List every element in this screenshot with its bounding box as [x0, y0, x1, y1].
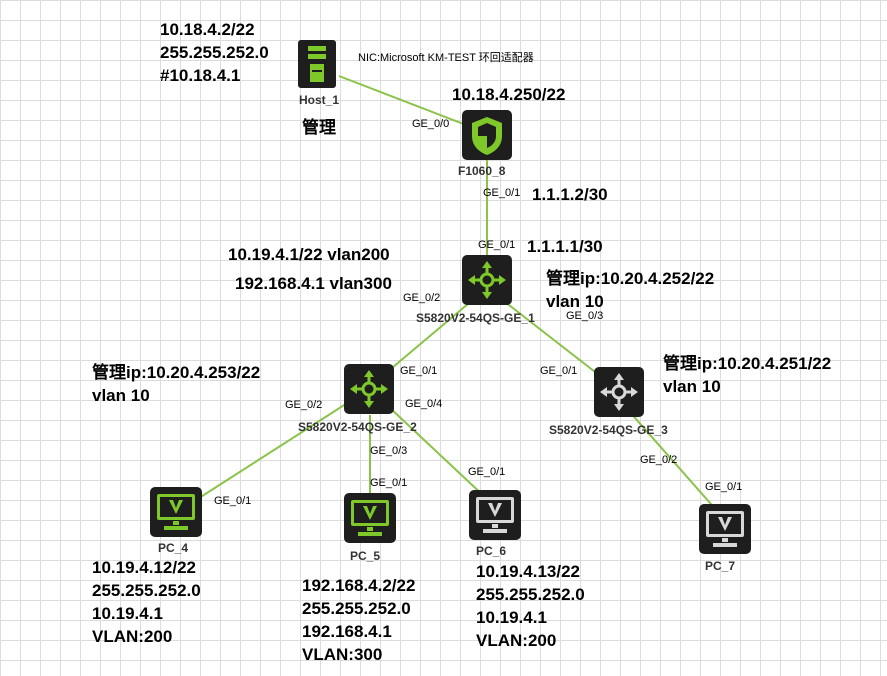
sw3-port-ge02: GE_0/2: [640, 454, 678, 466]
host1-nic: NIC:Microsoft KM-TEST 环回适配器: [358, 52, 534, 64]
sw1-port-ge02: GE_0/2: [403, 292, 441, 304]
monitor-v-icon: [351, 500, 389, 536]
fw-ip: 10.18.4.250/22: [452, 85, 566, 104]
sw1-port-ge01: GE_0/1: [478, 239, 516, 251]
sw2-port-ge03: GE_0/3: [370, 445, 408, 457]
sw1-name: S5820V2-54QS-GE_1: [416, 311, 535, 325]
sw2-device[interactable]: [344, 364, 394, 414]
link-sw2-pc6: [389, 407, 487, 499]
sw3-mgmt-vlan: vlan 10: [663, 377, 721, 396]
pc4-name: PC_4: [158, 541, 189, 555]
sw1-mgmt-vlan: vlan 10: [546, 292, 604, 311]
firewall-shield-icon: [472, 117, 502, 155]
link-host1-fw: [338, 75, 475, 129]
sw2-mgmt-vlan: vlan 10: [92, 386, 150, 405]
sw3-device[interactable]: [594, 367, 644, 417]
pc6-name: PC_6: [476, 544, 507, 558]
pc6-mask: 255.255.252.0: [476, 585, 585, 604]
monitor-v-icon: [476, 497, 514, 533]
switch-arrows-icon: [350, 370, 388, 408]
fw-device[interactable]: [462, 110, 512, 160]
pc4-vlan: VLAN:200: [92, 627, 173, 646]
host1-name: Host_1: [299, 93, 340, 107]
pc6-vlan: VLAN:200: [476, 631, 557, 650]
pc6-ip: 10.19.4.13/22: [476, 562, 580, 581]
pc4-ip: 10.19.4.12/22: [92, 558, 196, 577]
sw3-mgmt-ip: 管理ip:10.20.4.251/22: [663, 354, 832, 373]
pc5-vlan: VLAN:300: [302, 645, 383, 664]
sw1-port-ge03: GE_0/3: [566, 310, 604, 322]
pc6-device[interactable]: [469, 490, 521, 540]
pc7-port-ge01: GE_0/1: [705, 481, 743, 493]
sw3-port-ge01: GE_0/1: [540, 365, 578, 377]
sw2-port-ge01: GE_0/1: [400, 365, 438, 377]
pc5-mask: 255.255.252.0: [302, 599, 411, 618]
host1-gateway: #10.18.4.1: [160, 66, 241, 85]
sw2-mgmt-ip: 管理ip:10.20.4.253/22: [92, 363, 261, 382]
link-sw3-pc7: [627, 409, 719, 513]
sw1-ge01-ip: 1.1.1.1/30: [527, 237, 603, 256]
pc6-gateway: 10.19.4.1: [476, 608, 547, 627]
sw2-name: S5820V2-54QS-GE_2: [298, 420, 417, 434]
host1-caption: 管理: [302, 118, 336, 137]
server-icon: [308, 46, 326, 82]
host1-mask: 255.255.252.0: [160, 43, 269, 62]
sw1-vlan200-ip: 10.19.4.1/22 vlan200: [228, 245, 390, 264]
sw1-mgmt-ip: 管理ip:10.20.4.252/22: [546, 269, 715, 288]
switch-arrows-icon: [468, 261, 506, 299]
pc4-mask: 255.255.252.0: [92, 581, 201, 600]
sw2-port-ge04: GE_0/4: [405, 398, 443, 410]
link-sw2-pc4: [195, 399, 353, 501]
links: [195, 75, 719, 513]
pc5-port-ge01: GE_0/1: [370, 477, 408, 489]
pc5-name: PC_5: [350, 549, 381, 563]
fw-port-ge01: GE_0/1: [483, 187, 521, 199]
pc4-gateway: 10.19.4.1: [92, 604, 163, 623]
host1-device[interactable]: [298, 40, 336, 88]
sw1-device[interactable]: [462, 255, 512, 305]
fw-port-ge00: GE_0/0: [412, 118, 450, 130]
sw2-port-ge02: GE_0/2: [285, 399, 323, 411]
pc5-ip: 192.168.4.2/22: [302, 576, 416, 595]
pc5-device[interactable]: [344, 493, 396, 543]
monitor-v-icon: [157, 494, 195, 530]
pc5-gateway: 192.168.4.1: [302, 622, 392, 641]
pc6-port-ge01: GE_0/1: [468, 466, 506, 478]
link-sw1-sw3: [499, 297, 609, 383]
pc7-device[interactable]: [699, 504, 751, 554]
pc7-name: PC_7: [705, 559, 736, 573]
host1-ip: 10.18.4.2/22: [160, 20, 255, 39]
sw1-vlan300-ip: 192.168.4.1 vlan300: [235, 274, 392, 293]
fw-name: F1060_8: [458, 164, 506, 178]
monitor-v-icon: [706, 511, 744, 547]
fw-ge01-ip: 1.1.1.2/30: [532, 185, 608, 204]
link-sw1-sw2: [379, 297, 476, 379]
sw3-name: S5820V2-54QS-GE_3: [549, 423, 668, 437]
pc4-device[interactable]: [150, 487, 202, 537]
switch-arrows-icon: [600, 373, 638, 411]
pc4-port-ge01: GE_0/1: [214, 495, 252, 507]
